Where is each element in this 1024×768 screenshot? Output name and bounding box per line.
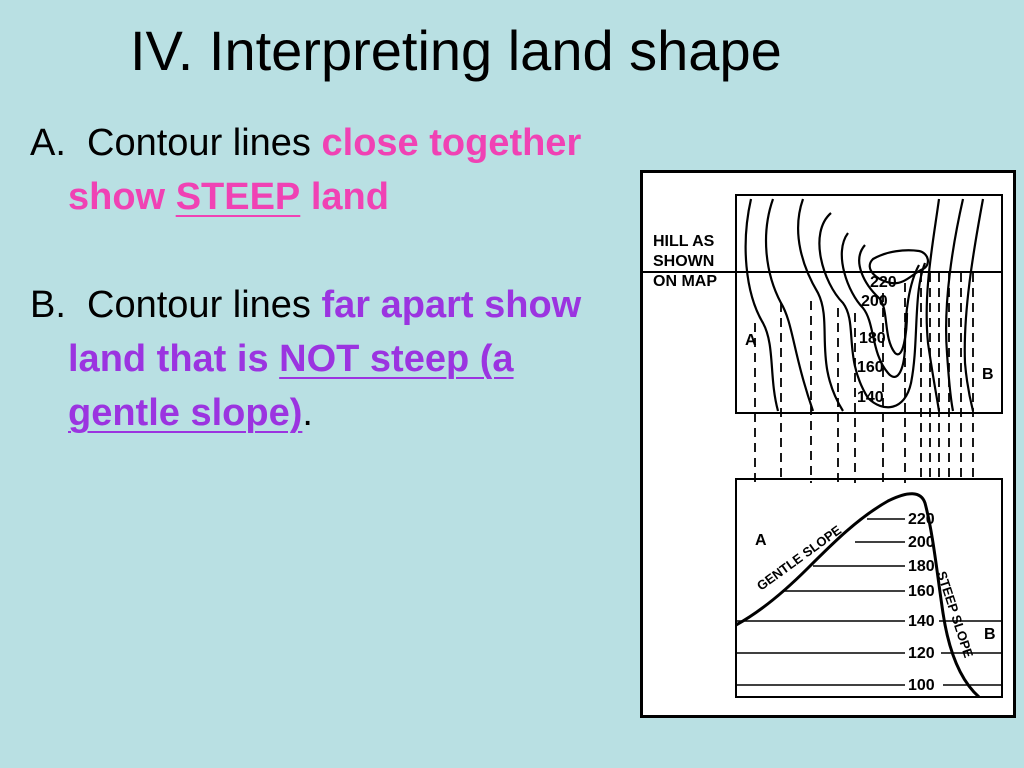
map-contour-160: 160 [857, 359, 884, 376]
bullet-list: A. Contour lines close together show STE… [30, 116, 590, 440]
map-contour-180: 180 [859, 330, 886, 347]
bullet-b-marker: B. [30, 284, 66, 326]
gentle-slope-label: GENTLE SLOPE [754, 522, 844, 593]
bullet-b-emphasis: far apart show land that is [68, 284, 582, 380]
projection-lines [754, 273, 974, 483]
profile-level-140: 140 [908, 613, 935, 630]
map-caption-line2: SHOWN [653, 253, 714, 270]
bullet-a-marker: A. [30, 122, 66, 164]
map-caption-line1: HILL AS [653, 233, 715, 250]
profile-point-b: B [984, 626, 996, 643]
contour-figure: HILL AS SHOWN ON MAP [640, 170, 1016, 718]
profile-level-200: 200 [908, 534, 935, 551]
map-contour-200: 200 [861, 293, 888, 310]
profile-level-180: 180 [908, 558, 935, 575]
map-contour-140: 140 [857, 389, 884, 406]
profile-level-220: 220 [908, 511, 935, 528]
hill-profile-curve [735, 492, 981, 699]
bullet-a-emphasis-end: land [310, 176, 389, 218]
slide-title: IV. Interpreting land shape [130, 19, 782, 82]
profile-panel [735, 478, 1003, 698]
profile-level-160: 160 [908, 583, 935, 600]
bullet-b-tail: . [302, 392, 313, 434]
map-point-b: B [982, 366, 994, 383]
bullet-a-emphasis: close together show [68, 122, 582, 218]
bullet-b: B. Contour lines far apart show land tha… [30, 278, 590, 440]
bullet-b-underlined: NOT steep (a gentle slope) [68, 338, 514, 434]
bullet-a-underlined: STEEP [175, 176, 301, 218]
profile-level-120: 120 [908, 645, 935, 662]
bullet-a-plain: Contour lines [87, 122, 311, 164]
map-panel [735, 194, 1003, 414]
profile-level-lines [736, 518, 1002, 686]
steep-slope-label: STEEP SLOPE [934, 569, 976, 660]
map-point-a: A [745, 332, 757, 349]
profile-point-a: A [755, 532, 767, 549]
bullet-b-plain: Contour lines [87, 284, 311, 326]
map-caption-line3: ON MAP [653, 273, 717, 290]
profile-level-100: 100 [908, 677, 935, 694]
map-contour-220: 220 [870, 274, 897, 291]
bullet-a: A. Contour lines close together show STE… [30, 116, 590, 224]
contour-diagram: HILL AS SHOWN ON MAP [643, 194, 1003, 699]
